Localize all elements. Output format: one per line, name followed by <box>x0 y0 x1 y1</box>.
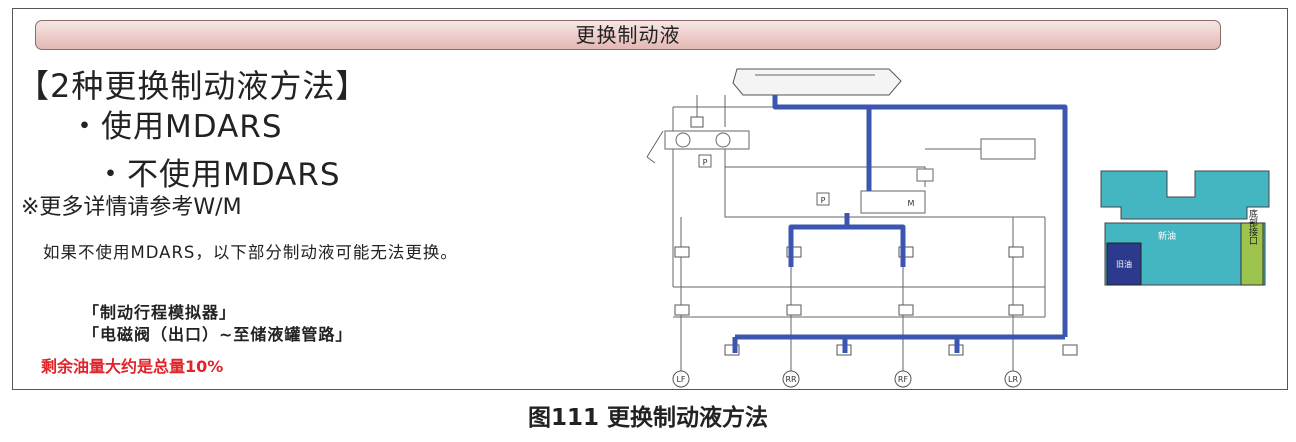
drain-port-label: 底部接口 <box>1247 208 1258 245</box>
methods-heading: 【2种更换制动液方法】 <box>17 67 369 105</box>
part-item: 「制动行程模拟器」 <box>83 303 237 322</box>
section-banner: 更换制动液 <box>35 20 1221 50</box>
pressure-sensor-label: P <box>703 158 708 167</box>
slide-panel: 更换制动液 【2种更换制动液方法】 ・使用MDARS ・不使用MDARS ※更多… <box>12 8 1288 390</box>
explanation-paragraph: 如果不使用MDARS，以下部分制动液可能无法更换。 <box>43 243 458 262</box>
warning-text: 剩余油量大约是总量10% <box>41 357 224 376</box>
reservoir-cross-section: 新油 旧油 底部接口 <box>1100 170 1270 286</box>
old-oil-label: 旧油 <box>1116 259 1132 269</box>
reference-note: ※更多详情请参考W/M <box>21 195 242 220</box>
pressure-sensor-label: P <box>821 196 826 205</box>
figure-caption: 图111 更换制动液方法 <box>527 405 769 431</box>
wheel-rf-label: RF <box>898 375 909 384</box>
new-oil-label: 新油 <box>1158 230 1176 242</box>
wheel-lf-label: LF <box>676 375 685 384</box>
wheel-rr-label: RR <box>785 375 797 384</box>
brake-hydraulic-diagram: P M P <box>646 68 1078 388</box>
method-with-mdars: ・使用MDARS <box>69 109 283 145</box>
motor-label: M <box>908 199 915 208</box>
method-without-mdars: ・不使用MDARS <box>95 157 341 193</box>
wheel-lr-label: LR <box>1008 375 1018 384</box>
part-item: 「电磁阀（出口）~至储液罐管路」 <box>83 325 353 344</box>
